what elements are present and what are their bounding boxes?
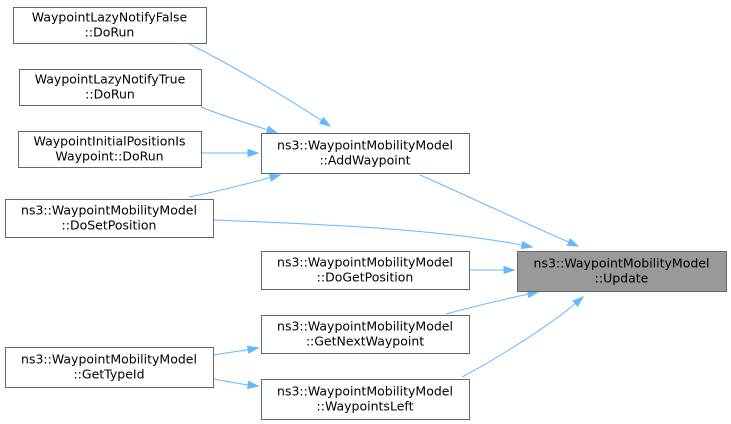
arrowhead-icon [247, 148, 260, 158]
node-box [13, 7, 207, 44]
node-label-line: ::DoRun [85, 25, 135, 40]
edge-waypointsleft-to-update [461, 296, 585, 378]
node-label-line: ::GetNextWaypoint [306, 334, 424, 349]
edge-addwaypoint-to-update [419, 174, 580, 247]
arrowhead-icon [247, 380, 260, 390]
node-addwaypoint[interactable]: ns3::WaypointMobilityModel::AddWaypoint [261, 133, 470, 174]
node-box [261, 315, 470, 354]
edge-lazy_false-to-addwaypoint [188, 43, 332, 127]
arrowhead-icon [268, 173, 282, 182]
arrowhead-icon [246, 345, 260, 354]
edge-line [188, 176, 272, 198]
nodes-layer: WaypointLazyNotifyFalse::DoRunWaypointLa… [5, 7, 727, 420]
arrowhead-icon [318, 116, 332, 127]
node-box [261, 251, 470, 290]
edge-initial_pos-to-addwaypoint [201, 148, 260, 158]
node-label-line: WaypointLazyNotifyFalse [32, 10, 188, 25]
node-box [261, 133, 470, 174]
arrowhead-icon [520, 240, 534, 250]
edge-line [188, 43, 323, 122]
edge-gettypeid-to-waypointsleft [212, 378, 260, 390]
edge-line [212, 348, 250, 356]
node-box [18, 131, 202, 168]
node-box [19, 69, 202, 106]
arrowhead-icon [572, 296, 585, 307]
node-box [5, 347, 214, 388]
node-label-line: ::WaypointsLeft [317, 399, 414, 414]
edge-line [461, 302, 577, 378]
edge-line [212, 219, 524, 246]
edge-lazy_true-to-addwaypoint [200, 106, 279, 134]
edges-layer [188, 43, 585, 390]
node-label-line: ns3::WaypointMobilityModel [21, 203, 197, 218]
node-label-line: ::GetTypeId [73, 367, 144, 382]
edge-line [445, 293, 530, 315]
node-box [5, 199, 214, 238]
node-label-line: Waypoint::DoRun [55, 149, 163, 164]
edge-getnextwaypoint-to-update [445, 290, 540, 315]
edge-line [200, 106, 269, 131]
edge-line [212, 378, 250, 386]
node-lazy_true[interactable]: WaypointLazyNotifyTrue::DoRun [19, 69, 202, 106]
node-label-line: ns3::WaypointMobilityModel [277, 255, 453, 270]
node-label-line: WaypointLazyNotifyTrue [35, 72, 186, 87]
node-waypointsleft[interactable]: ns3::WaypointMobilityModel::WaypointsLef… [261, 379, 470, 420]
arrowhead-icon [503, 265, 516, 275]
edge-line [419, 174, 570, 243]
arrowhead-icon [566, 238, 580, 247]
node-label-line: ns3::WaypointMobilityModel [21, 352, 197, 367]
edge-dogetposition-to-update [469, 265, 516, 275]
node-label-line: ::DoRun [85, 87, 135, 102]
node-label-line: ns3::WaypointMobilityModel [277, 138, 453, 153]
node-label-line: ns3::WaypointMobilityModel [277, 319, 453, 334]
node-label-line: ::Update [595, 271, 649, 286]
node-label-line: ::AddWaypoint [319, 153, 410, 168]
node-label-line: ::DoSetPosition [62, 218, 157, 233]
node-box [261, 379, 470, 420]
node-lazy_false[interactable]: WaypointLazyNotifyFalse::DoRun [13, 7, 207, 44]
node-update: ns3::WaypointMobilityModel::Update [517, 251, 727, 292]
node-dogetposition[interactable]: ns3::WaypointMobilityModel::DoGetPositio… [261, 251, 470, 290]
node-box [517, 251, 727, 292]
edge-gettypeid-to-getnextwaypoint [212, 345, 260, 356]
node-dosetposition[interactable]: ns3::WaypointMobilityModel::DoSetPositio… [5, 199, 214, 238]
node-getnextwaypoint[interactable]: ns3::WaypointMobilityModel::GetNextWaypo… [261, 315, 470, 354]
node-label-line: ns3::WaypointMobilityModel [277, 384, 453, 399]
arrowhead-icon [265, 125, 279, 134]
edge-dosetposition-to-addwaypoint [188, 173, 282, 198]
node-label-line: ::DoGetPosition [317, 270, 414, 285]
node-gettypeid[interactable]: ns3::WaypointMobilityModel::GetTypeId [5, 347, 214, 388]
node-label-line: ns3::WaypointMobilityModel [534, 256, 710, 271]
edge-dosetposition-to-update [212, 219, 534, 250]
node-label-line: WaypointInitialPositionIs [34, 134, 186, 149]
